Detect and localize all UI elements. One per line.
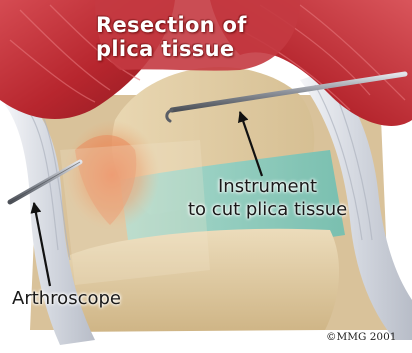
- title-line-2: plica tissue: [96, 38, 234, 60]
- title-line-1: Resection of: [96, 14, 247, 36]
- arthroscope-label: Arthroscope: [12, 290, 121, 309]
- instrument-label-line-2: to cut plica tissue: [188, 201, 347, 220]
- copyright-notice: ©MMG 2001: [326, 332, 396, 343]
- instrument-label-line-1: Instrument: [218, 178, 317, 197]
